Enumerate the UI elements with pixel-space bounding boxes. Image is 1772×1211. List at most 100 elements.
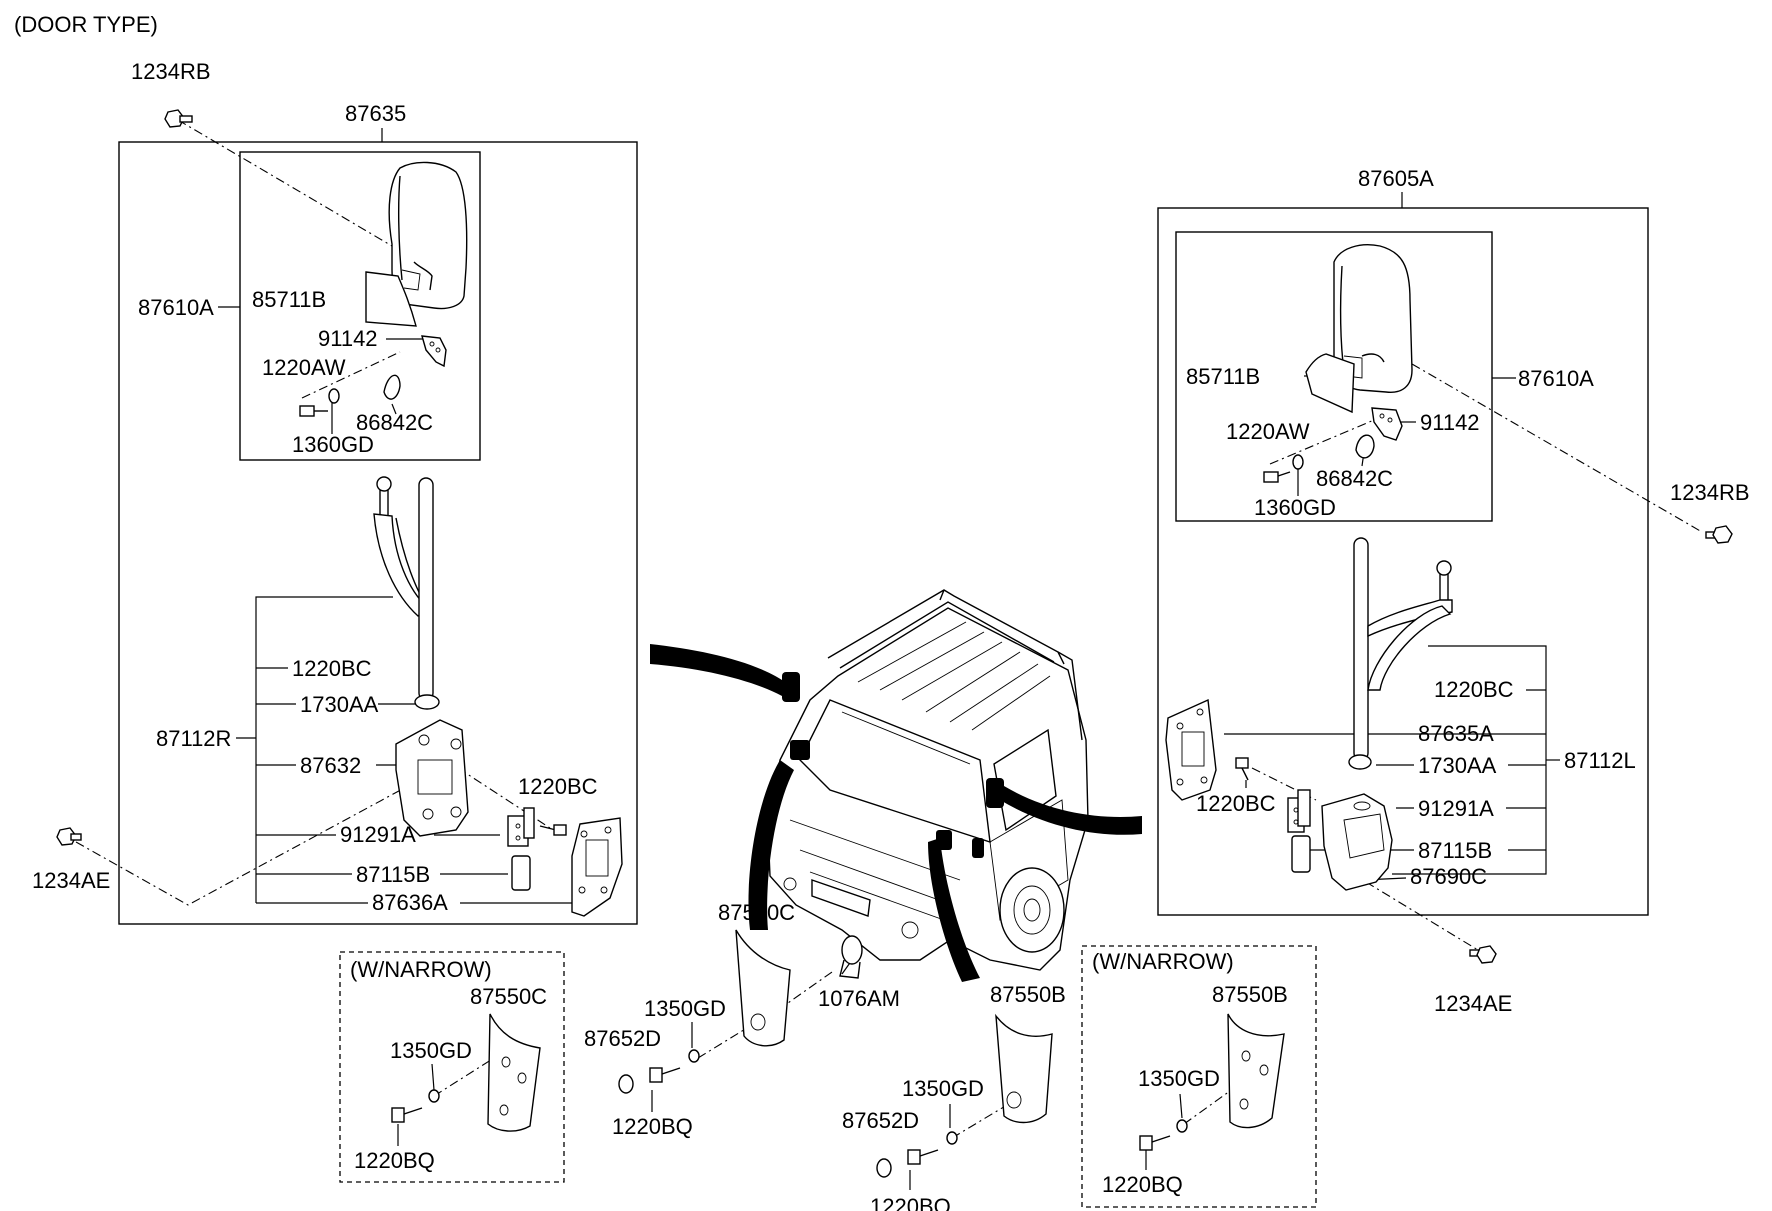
front-right-mirror-icon: [995, 1013, 1053, 1124]
left-mirror-bracket-icon: [421, 335, 447, 368]
label-narrow-left-washer[interactable]: 1350GD: [390, 1038, 472, 1063]
label-right-glass[interactable]: 85711B: [1186, 364, 1260, 389]
narrow-left-group: (W/NARROW) 87550C 1350GD 1220BQ: [339, 951, 565, 1183]
label-left-bracket[interactable]: 91142: [318, 326, 378, 351]
front-left-screw-icon: [649, 1067, 681, 1083]
truck-cab-illustration: [650, 589, 1142, 982]
right-mirror-washer-icon: [1292, 454, 1304, 470]
right-stay-screw-icon: [1235, 757, 1249, 781]
label-left-screw[interactable]: 1220AW: [262, 355, 346, 380]
narrow-right-screw-icon: [1139, 1135, 1171, 1151]
right-stay-bushing-icon: [1291, 835, 1311, 873]
label-left-stay-screw-a[interactable]: 1220BC: [292, 656, 372, 681]
narrow-left-title: (W/NARROW): [350, 957, 492, 982]
label-right-assembly-no[interactable]: 87605A: [1358, 166, 1434, 191]
label-front-right-cap[interactable]: 87652D: [842, 1108, 919, 1133]
narrow-right-group: (W/NARROW) 87550B 1350GD 1220BQ: [1081, 945, 1317, 1208]
left-bottom-bolt-icon: [56, 827, 82, 846]
left-stay-base-icon: [395, 719, 469, 837]
label-narrow-right-screw[interactable]: 1220BQ: [1102, 1172, 1183, 1197]
label-left-bolt-top[interactable]: 1234RB: [131, 59, 211, 84]
front-right-screw-icon: [907, 1149, 939, 1165]
label-left-glass[interactable]: 85711B: [252, 287, 326, 312]
label-right-hinge[interactable]: 91291A: [1418, 796, 1494, 821]
label-right-washer[interactable]: 1360GD: [1254, 495, 1336, 520]
label-left-housing[interactable]: 87610A: [138, 295, 214, 320]
label-front-right-washer[interactable]: 1350GD: [902, 1076, 984, 1101]
label-right-stay-group[interactable]: 87112L: [1564, 748, 1636, 773]
left-stay-plate-icon: [571, 817, 623, 917]
left-stay-bushing-icon: [511, 855, 531, 891]
front-left-mirror-icon: [735, 929, 791, 1047]
narrow-right-title: (W/NARROW): [1092, 949, 1234, 974]
label-left-cap[interactable]: 86842C: [356, 410, 433, 435]
right-stay-hinge-icon: [1287, 789, 1311, 833]
label-left-assembly-no[interactable]: 87635: [345, 101, 406, 126]
label-front-right-screw[interactable]: 1220BQ: [870, 1194, 951, 1211]
front-right-cap-icon: [876, 1158, 892, 1178]
label-left-base[interactable]: 87632: [300, 753, 361, 778]
right-mirror-glass-icon: [1305, 353, 1355, 414]
label-right-stay-screw-b[interactable]: 1220BC: [1196, 791, 1276, 816]
right-mirror-bracket-icon: [1371, 407, 1403, 441]
right-mirror-assembly: 87605A 1234RB 1234AE 85711B 87610A 1220A…: [1157, 166, 1750, 1016]
label-right-bolt-top[interactable]: 1234RB: [1670, 480, 1750, 505]
left-mirror-stay-pipe-icon: [418, 477, 434, 701]
label-right-bushing[interactable]: 87115B: [1418, 838, 1492, 863]
left-mirror-washer-icon: [328, 388, 340, 404]
label-left-stay-screw-b[interactable]: 1220BC: [518, 774, 598, 799]
narrow-right-frame: [1081, 945, 1317, 1208]
label-left-hinge[interactable]: 91291A: [340, 822, 416, 847]
right-mirror-screw-icon: [1263, 471, 1291, 483]
left-stay-hinge-icon: [507, 807, 535, 847]
label-front-left-screw[interactable]: 1220BQ: [612, 1114, 693, 1139]
left-mirror-head-frame: [239, 151, 481, 461]
left-mirror-glass-icon: [365, 271, 417, 327]
label-right-cap[interactable]: 86842C: [1316, 466, 1393, 491]
left-mirror-cap-icon: [383, 374, 401, 400]
narrow-right-mirror-icon: [1227, 1013, 1285, 1129]
label-front-left-cap[interactable]: 87652D: [584, 1026, 661, 1051]
label-right-ring[interactable]: 1730AA: [1418, 753, 1497, 778]
front-right-mirror-group: 87550B 1350GD 87652D 1220BQ: [842, 982, 1066, 1211]
label-front-left-grommet[interactable]: 1076AM: [818, 986, 900, 1011]
right-bottom-bolt-icon: [1469, 945, 1497, 964]
left-top-bolt-icon: [164, 109, 193, 128]
label-left-ring[interactable]: 1730AA: [300, 692, 379, 717]
label-front-right-mirror[interactable]: 87550B: [990, 982, 1066, 1007]
front-left-washer-icon: [688, 1049, 700, 1063]
label-narrow-right-washer[interactable]: 1350GD: [1138, 1066, 1220, 1091]
right-stay-plate-icon: [1165, 698, 1217, 801]
diagram-title: (DOOR TYPE): [14, 12, 158, 37]
narrow-left-washer-icon: [428, 1089, 440, 1103]
label-right-stay-screw-a[interactable]: 1220BC: [1434, 677, 1514, 702]
label-narrow-left-mirror[interactable]: 87550C: [470, 984, 547, 1009]
right-mirror-cap-icon: [1355, 434, 1375, 459]
front-left-mirror-group: 87550C 1076AM 1350GD 87652D 1220BQ: [584, 900, 900, 1139]
label-right-base[interactable]: 87690C: [1410, 864, 1487, 889]
label-right-bolt-bottom[interactable]: 1234AE: [1434, 991, 1512, 1016]
right-stay-base-icon: [1321, 793, 1393, 891]
label-left-bushing[interactable]: 87115B: [356, 862, 430, 887]
narrow-left-frame: [339, 951, 565, 1183]
label-narrow-left-screw[interactable]: 1220BQ: [354, 1148, 435, 1173]
narrow-left-screw-icon: [391, 1107, 423, 1123]
narrow-right-washer-icon: [1176, 1119, 1188, 1133]
front-left-grommet-icon: [839, 935, 863, 979]
right-mirror-stay-arm-icon: [1367, 560, 1453, 691]
label-left-washer[interactable]: 1360GD: [292, 432, 374, 457]
label-left-bolt-bottom[interactable]: 1234AE: [32, 868, 110, 893]
label-right-bracket[interactable]: 91142: [1420, 410, 1480, 435]
label-front-left-washer[interactable]: 1350GD: [644, 996, 726, 1021]
left-stay-screw-icon: [539, 824, 567, 836]
label-narrow-right-mirror[interactable]: 87550B: [1212, 982, 1288, 1007]
left-stay-ring-icon: [414, 694, 440, 710]
label-left-stay-group[interactable]: 87112R: [156, 726, 231, 751]
label-right-housing[interactable]: 87610A: [1518, 366, 1594, 391]
left-mirror-screw-icon: [299, 405, 328, 417]
label-left-plate[interactable]: 87636A: [372, 890, 448, 915]
label-front-left-mirror[interactable]: 87550C: [718, 900, 795, 925]
left-assembly-frame: [118, 141, 638, 925]
label-right-screw[interactable]: 1220AW: [1226, 419, 1310, 444]
